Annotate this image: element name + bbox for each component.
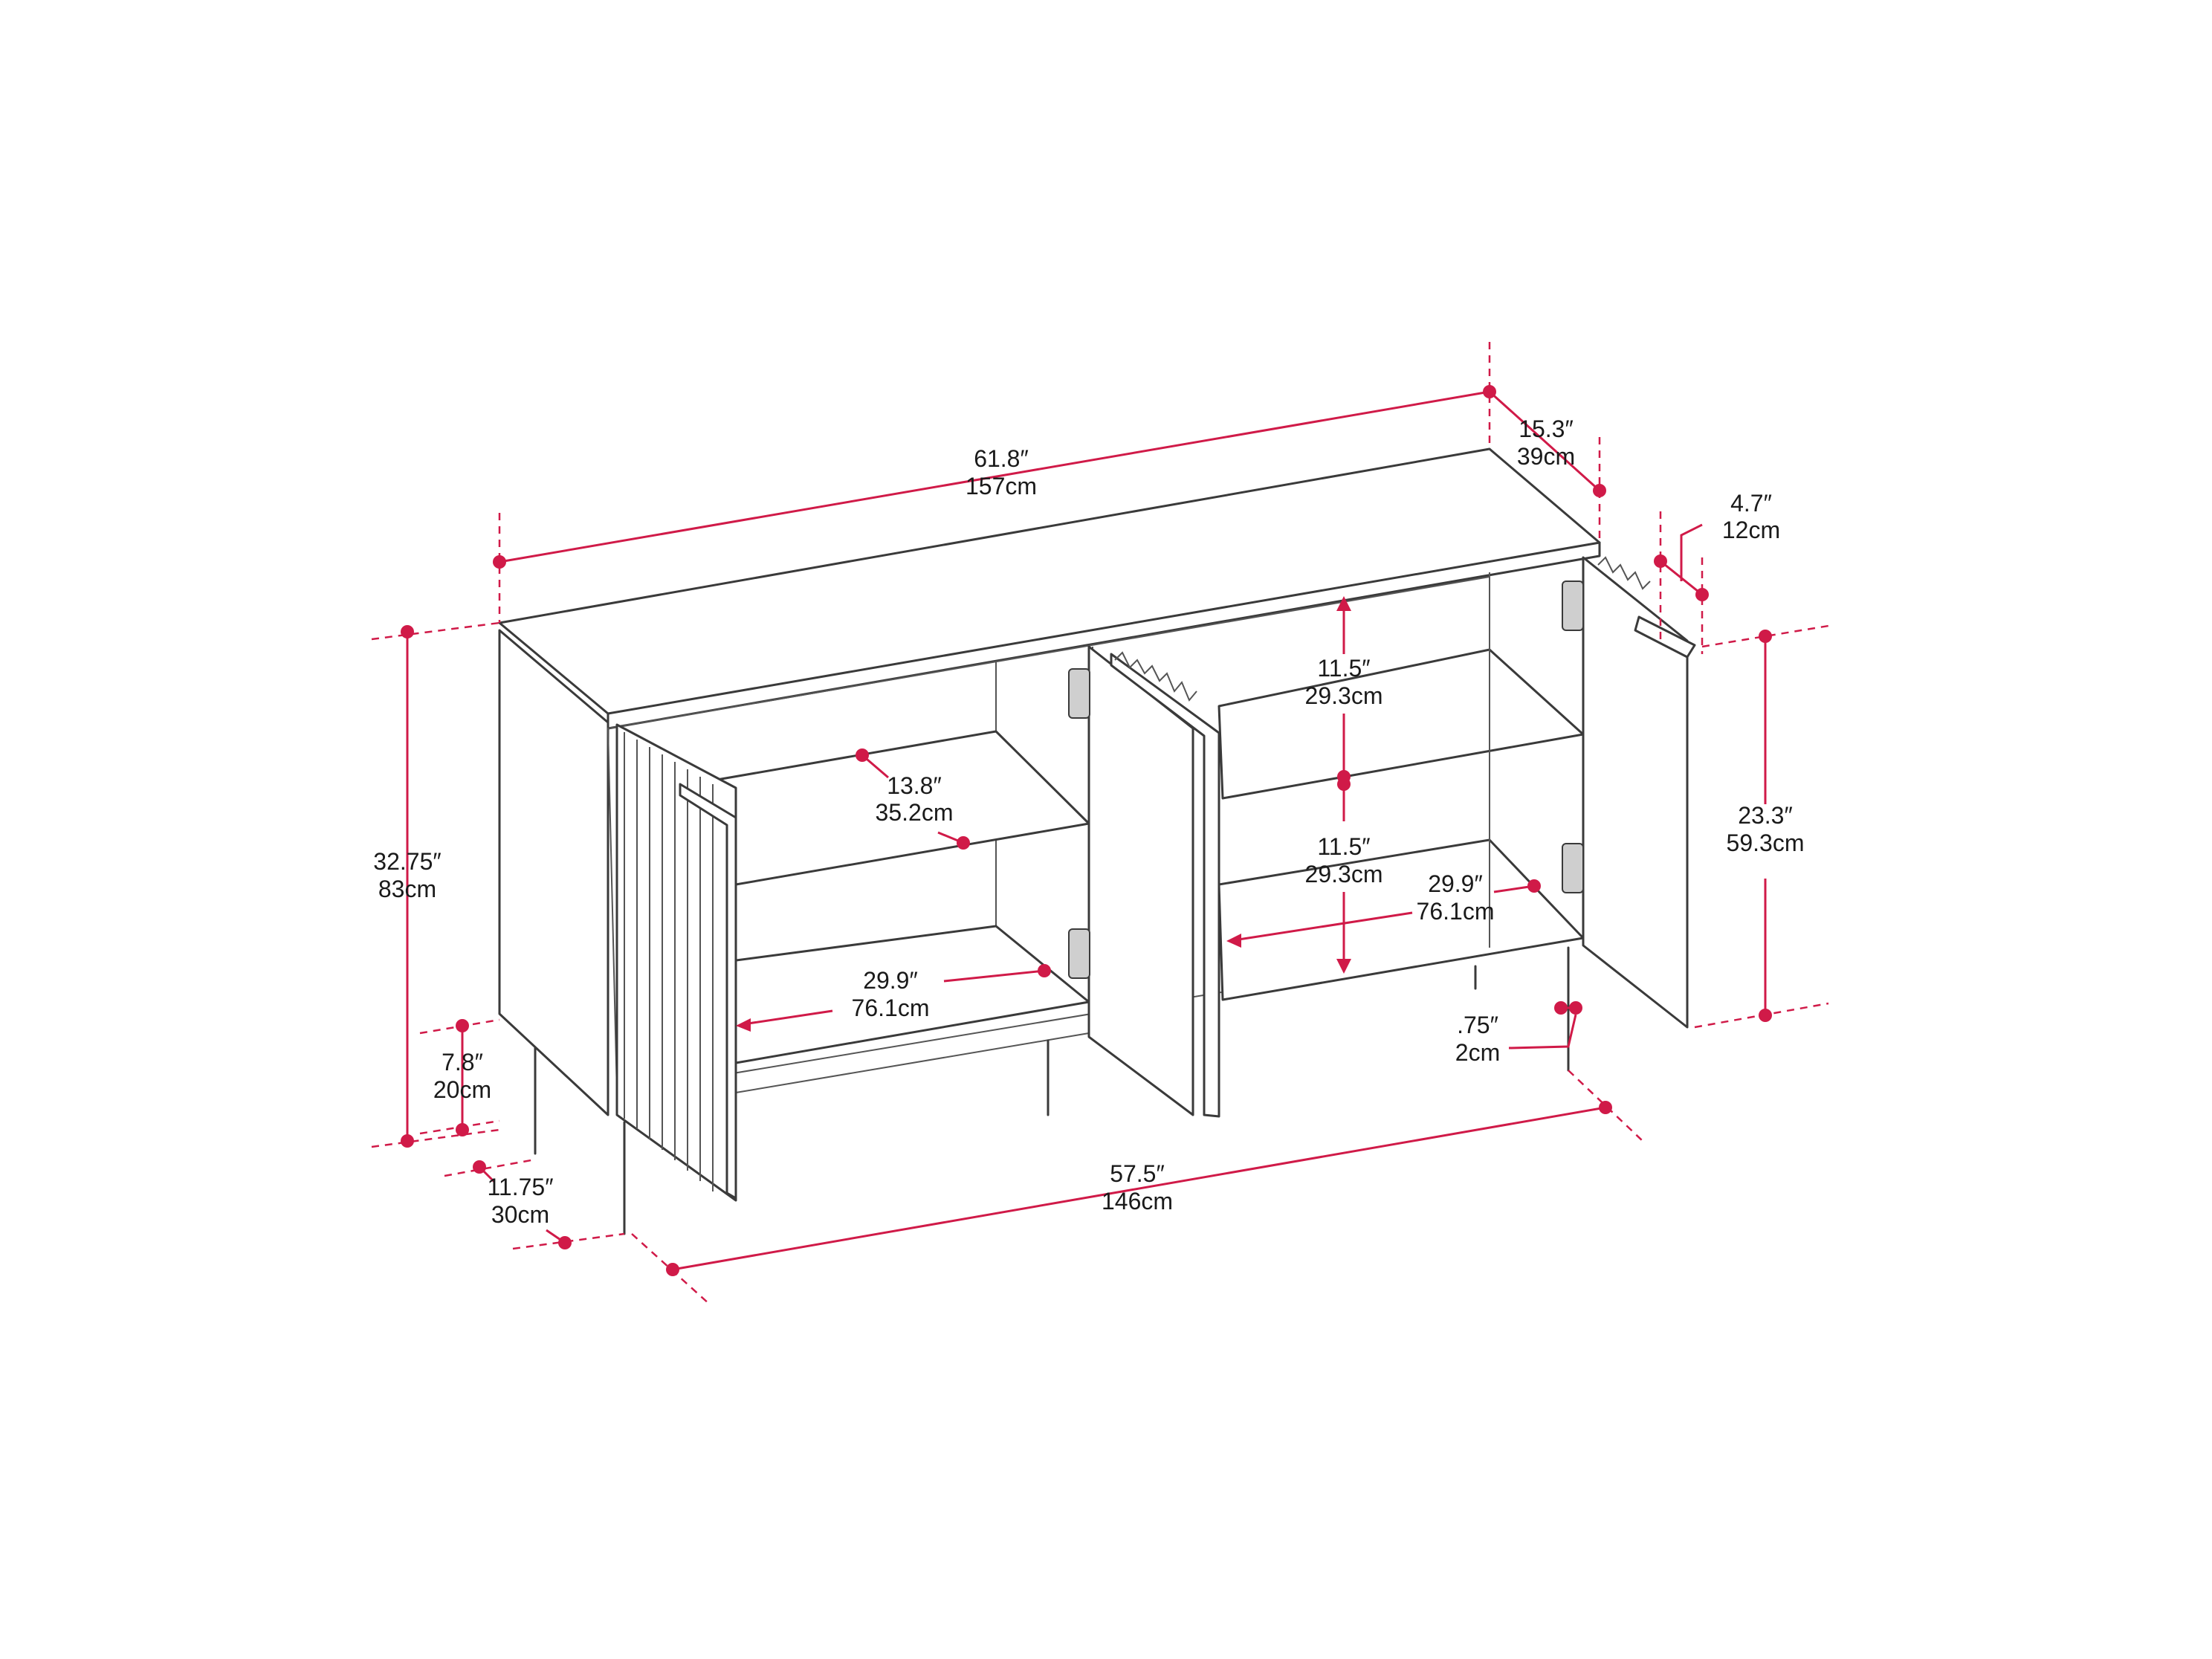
hinge-icon [1562,843,1584,893]
interior-width-left-label-cm: 76.1cm [852,995,930,1021]
door-left-edge [679,783,737,1200]
interior-width-left-line [943,969,1045,983]
door-thickness-label-cm: 12cm [1722,517,1780,543]
shelf-depth-label-in: 13.8″ [887,772,942,799]
door-thickness-label-in: 4.7″ [1730,490,1772,517]
width-base-label-cm: 146cm [1102,1188,1173,1215]
door-center-right [1110,653,1220,1118]
dimension-lines [371,342,1829,1305]
depth-top-label-in: 15.3″ [1519,415,1574,442]
shelf-upper-right [1217,648,1585,800]
leg-diameter-label-cm: 2cm [1455,1039,1500,1066]
height-total-label-cm: 83cm [378,876,436,902]
width-total-label-in: 61.8″ [974,445,1029,472]
door-height-label-in: 23.3″ [1738,802,1793,829]
interior-width-right-label-cm: 76.1cm [1417,898,1495,925]
width-total-label-cm: 157cm [966,473,1037,499]
lower-shelf-height-label-cm: 29.3cm [1305,861,1383,887]
cabinet-top-front-edge [607,541,1601,730]
interior-width-right-label-in: 29.9″ [1428,870,1483,897]
shelf-lower-right [1217,838,1585,1001]
leg-inset-label-in: 11.75″ [487,1174,553,1200]
door-right [1582,556,1689,1029]
upper-shelf-height-label-cm: 29.3cm [1305,682,1383,709]
depth-top-line [1488,390,1601,492]
lower-shelf-height-label-in: 11.5″ [1317,833,1370,860]
width-total-line [499,390,1490,563]
interior-width-left-label-in: 29.9″ [863,967,918,994]
leg-inset-label-cm: 30cm [491,1201,549,1228]
hinge-icon [1068,668,1090,719]
door-right-edge [1634,615,1696,659]
sideboard-drawing [498,447,1696,1235]
cabinet-left-side [498,629,609,1116]
leg-diameter-label-in: .75″ [1457,1012,1498,1038]
door-right-fluting [1597,556,1651,590]
leg-height-label-in: 7.8″ [442,1049,483,1076]
width-base-label-in: 57.5″ [1110,1160,1165,1187]
height-total-label-in: 32.75″ [373,848,441,875]
dimension-labels: 61.8″ 157cm 15.3″ 39cm 4.7″ 12cm 32.75″ … [373,415,1804,1228]
shelf-base-left [735,1032,1090,1093]
door-left-slatted [615,723,737,1202]
hinge-icon [1562,581,1584,631]
door-left-slats [624,732,714,1191]
leg-height-label-cm: 20cm [433,1076,491,1103]
depth-top-label-cm: 39cm [1517,443,1575,470]
door-height-label-cm: 59.3cm [1727,830,1805,856]
door-center-right-fluting [1114,651,1197,702]
hinge-icon [1068,928,1090,979]
width-base-line [672,1106,1606,1271]
shelf-depth-label-cm: 35.2cm [876,799,954,826]
interior-width-right-line [1233,911,1413,942]
upper-shelf-height-label-in: 11.5″ [1317,655,1370,682]
